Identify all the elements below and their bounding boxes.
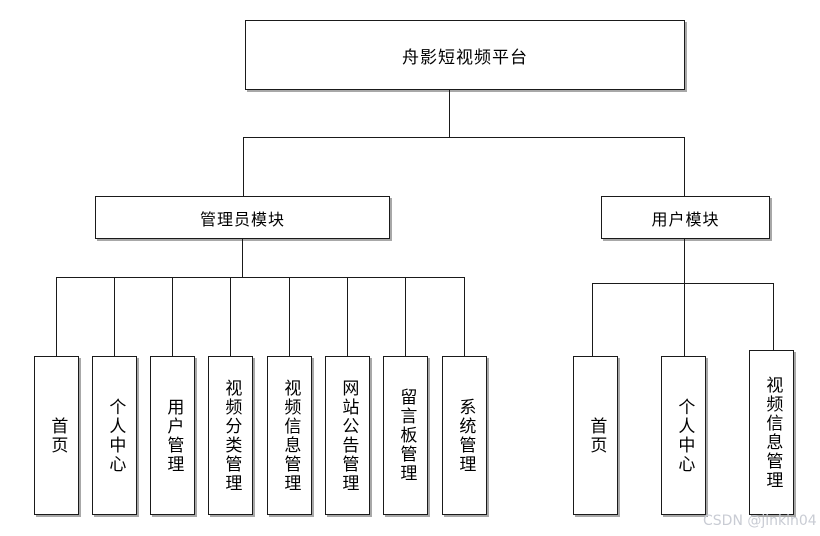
- connector-user-drop-1: [592, 283, 593, 356]
- node-leaf-user-1[interactable]: 首页: [573, 356, 618, 515]
- connector-user-drop-2: [684, 283, 685, 356]
- node-leaf-user-2[interactable]: 个人中心: [661, 356, 706, 515]
- node-leaf-admin-3-label: 用户管理: [163, 397, 184, 474]
- connector-drop-admin-module: [243, 137, 244, 196]
- connector-admin-bus: [56, 277, 464, 278]
- node-module-user-label: 用户模块: [651, 209, 720, 229]
- node-leaf-admin-6[interactable]: 网站公告管理: [325, 356, 370, 515]
- node-leaf-admin-2-label: 个人中心: [105, 397, 126, 474]
- connector-level1-bus: [243, 137, 685, 138]
- node-leaf-admin-7[interactable]: 留言板管理: [383, 356, 428, 515]
- connector-admin-drop-4: [230, 277, 231, 356]
- node-leaf-admin-8-label: 系统管理: [455, 397, 476, 474]
- connector-admin-drop-2: [114, 277, 115, 356]
- node-leaf-user-3-label: 视频信息管理: [762, 375, 783, 490]
- node-leaf-user-1-label: 首页: [586, 416, 607, 455]
- node-root-label: 舟影短视频平台: [402, 47, 528, 68]
- connector-admin-drop-6: [347, 277, 348, 356]
- connector-root-stem: [449, 90, 450, 138]
- watermark-text: CSDN @jinkin04: [703, 513, 817, 529]
- connector-admin-drop-5: [289, 277, 290, 356]
- node-leaf-admin-2[interactable]: 个人中心: [92, 356, 137, 515]
- node-module-admin-label: 管理员模块: [199, 209, 285, 229]
- node-leaf-admin-4[interactable]: 视频分类管理: [208, 356, 253, 515]
- node-module-admin[interactable]: 管理员模块: [95, 196, 390, 239]
- node-leaf-admin-5[interactable]: 视频信息管理: [267, 356, 312, 515]
- node-leaf-user-2-label: 个人中心: [674, 397, 695, 474]
- node-leaf-admin-6-label: 网站公告管理: [338, 378, 359, 493]
- node-leaf-admin-4-label: 视频分类管理: [221, 378, 242, 493]
- connector-admin-drop-1: [56, 277, 57, 356]
- connector-user-bus: [592, 283, 773, 284]
- node-leaf-user-3[interactable]: 视频信息管理: [749, 350, 794, 515]
- node-leaf-admin-5-label: 视频信息管理: [280, 378, 301, 493]
- node-leaf-admin-8[interactable]: 系统管理: [442, 356, 487, 515]
- connector-user-stem: [684, 239, 685, 283]
- node-leaf-admin-7-label: 留言板管理: [396, 388, 417, 483]
- node-leaf-admin-1-label: 首页: [47, 416, 68, 455]
- node-module-user[interactable]: 用户模块: [601, 196, 770, 239]
- connector-drop-user-module: [684, 137, 685, 196]
- node-leaf-admin-1[interactable]: 首页: [34, 356, 79, 515]
- connector-admin-stem: [242, 239, 243, 277]
- node-leaf-admin-3[interactable]: 用户管理: [150, 356, 195, 515]
- connector-user-drop-3: [773, 283, 774, 350]
- connector-admin-drop-8: [464, 277, 465, 356]
- connector-admin-drop-7: [405, 277, 406, 356]
- connector-admin-drop-3: [172, 277, 173, 356]
- node-root-platform[interactable]: 舟影短视频平台: [245, 20, 685, 90]
